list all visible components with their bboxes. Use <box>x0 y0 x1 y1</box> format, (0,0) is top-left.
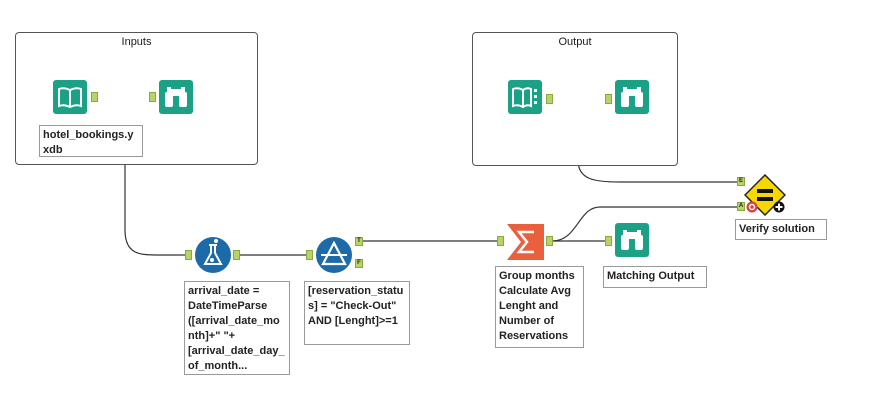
filter-tool[interactable] <box>315 236 353 274</box>
text-input-book-icon <box>508 80 542 114</box>
browse3-input-anchor[interactable] <box>605 236 612 246</box>
browse3-tool[interactable] <box>615 223 649 257</box>
summarize-tool[interactable] <box>507 224 544 260</box>
browse-binoculars-icon <box>615 80 649 114</box>
filter-false-anchor[interactable]: F <box>355 259 363 268</box>
formula-input-anchor[interactable] <box>185 250 192 260</box>
add-connection-icon[interactable] <box>773 201 785 213</box>
test-annotation: Verify solution <box>735 219 827 240</box>
formula-annotation: arrival_date = DateTimeParse ([arrival_d… <box>184 281 290 375</box>
summarize-output-anchor[interactable] <box>546 236 553 246</box>
filter-input-anchor[interactable] <box>306 250 313 260</box>
input-data-annotation: hotel_bookings.yxdb <box>39 125 143 157</box>
browse2-tool[interactable] <box>615 80 649 114</box>
test-input-a-anchor[interactable]: A <box>737 202 745 211</box>
summarize-sigma-icon <box>507 224 544 260</box>
filter-triangle-icon <box>316 237 352 273</box>
input-data-output-anchor[interactable] <box>91 92 98 102</box>
input-data-tool[interactable] <box>53 80 87 114</box>
filter-annotation: [reservation_status] = "Check-Out" AND [… <box>304 281 410 345</box>
formula-flask-icon <box>195 237 231 273</box>
input-data-book-icon <box>53 80 87 114</box>
formula-tool[interactable] <box>194 236 232 274</box>
browse-binoculars-icon <box>159 80 193 114</box>
browse1-input-anchor[interactable] <box>149 92 156 102</box>
filter-true-anchor[interactable]: T <box>355 237 363 246</box>
text-input-tool[interactable] <box>508 80 542 114</box>
text-input-output-anchor[interactable] <box>546 94 553 104</box>
summarize-annotation: Group months Calculate Avg Lenght and Nu… <box>495 266 584 348</box>
error-icon <box>746 201 758 213</box>
browse1-tool[interactable] <box>159 80 193 114</box>
test-input-e-anchor[interactable]: E <box>737 177 745 186</box>
browse3-annotation: Matching Output <box>603 266 707 288</box>
formula-output-anchor[interactable] <box>233 250 240 260</box>
browse-binoculars-icon <box>615 223 649 257</box>
summarize-input-anchor[interactable] <box>497 236 504 246</box>
inputs-container-title: Inputs <box>121 36 152 48</box>
output-container-title: Output <box>558 36 592 48</box>
browse2-input-anchor[interactable] <box>605 94 612 104</box>
